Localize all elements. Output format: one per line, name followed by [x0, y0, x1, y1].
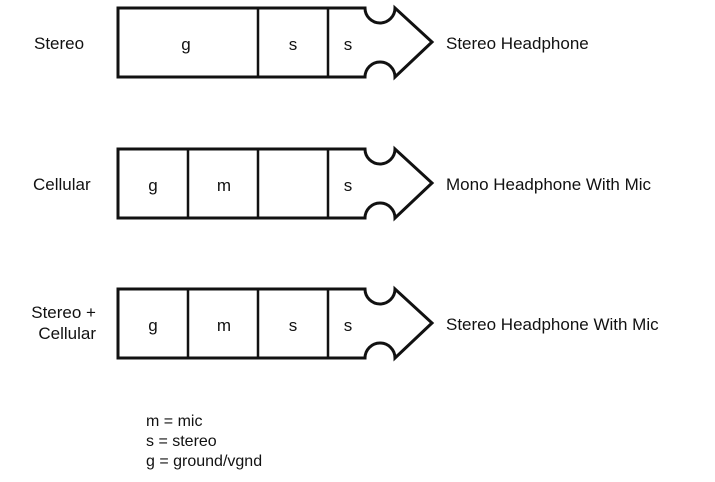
plug-outline	[116, 285, 435, 362]
row-3-plug: g m s s	[116, 285, 435, 362]
row-2-plug: g m s	[116, 145, 435, 222]
row-2-label: Cellular	[33, 175, 91, 194]
legend-item: m = mic	[146, 413, 203, 430]
segment-label: s	[344, 35, 353, 54]
legend-item: g = ground/vgnd	[146, 453, 263, 470]
row-2-output: Mono Headphone With Mic	[446, 175, 652, 194]
segment-label: g	[181, 35, 190, 54]
row-1-output: Stereo Headphone	[446, 34, 589, 53]
row-1-plug: g s s	[116, 4, 435, 81]
legend: m = mic s = stereo g = ground/vgnd	[146, 412, 262, 472]
segment-label: s	[289, 316, 298, 335]
segment-label: s	[289, 35, 298, 54]
segment-label: s	[344, 316, 353, 335]
plug-outline	[116, 145, 435, 222]
plug-outline	[116, 4, 435, 81]
segment-label: g	[148, 316, 157, 335]
segment-label: m	[217, 176, 231, 195]
segment-label: m	[217, 316, 231, 335]
segment-label: s	[344, 176, 353, 195]
row-3-label: Stereo + Cellular	[31, 303, 96, 343]
row-3-output: Stereo Headphone With Mic	[446, 315, 659, 334]
legend-item: s = stereo	[146, 433, 217, 450]
row-1-label: Stereo	[34, 34, 85, 53]
segment-label: g	[148, 176, 157, 195]
